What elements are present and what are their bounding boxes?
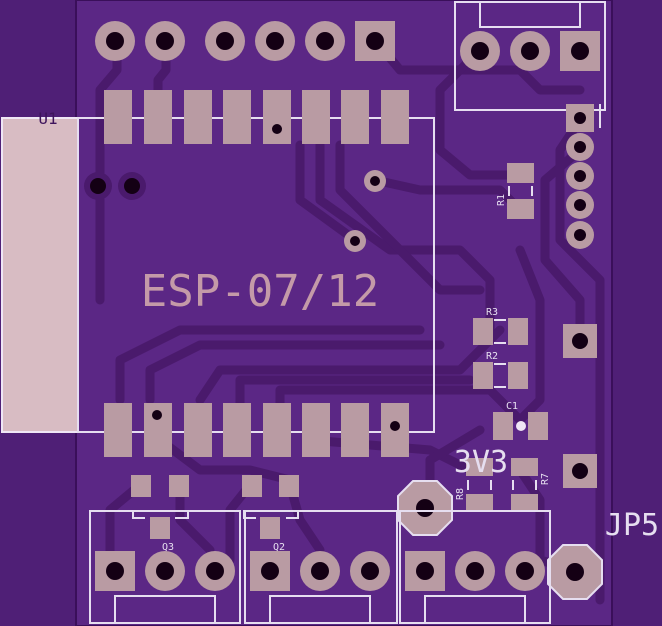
resistor-r2 [473,362,528,389]
ref-q2: Q2 [273,542,285,553]
top-right-connector [454,1,606,111]
copper-traces [95,35,605,605]
esp-module-outline [77,117,435,433]
ref-r8: R8 [455,488,466,500]
bottom-connector-2 [244,510,398,624]
power-label: 3V3 [454,445,508,480]
bottom-connector-3 [399,510,551,624]
ref-r7: R7 [540,473,551,485]
resistor-r3 [473,318,528,345]
jumper-label: JP5 [605,508,659,543]
ref-q3: Q3 [162,542,174,553]
resistor-r8 [466,458,493,512]
transistor-q2 [242,475,299,539]
module-label: ESP-07/12 [141,266,379,317]
transistor-q3 [131,475,189,539]
octagon-pads [397,480,603,600]
top-header-pins [95,21,395,61]
ref-r2: R2 [486,351,498,362]
ref-r3: R3 [486,307,498,318]
bottom-connector-1 [89,510,241,624]
mounting-holes [84,170,386,252]
ref-u1: U1 [38,109,57,128]
test-pads [563,324,597,488]
esp-top-pads [104,90,409,144]
ref-r1: R1 [496,194,507,206]
ref-c1: C1 [506,401,518,412]
right-pin-header [566,104,601,249]
resistor-r1 [507,163,534,219]
resistor-r7 [511,458,538,512]
capacitor-c1 [493,412,548,440]
antenna-region [1,117,79,433]
